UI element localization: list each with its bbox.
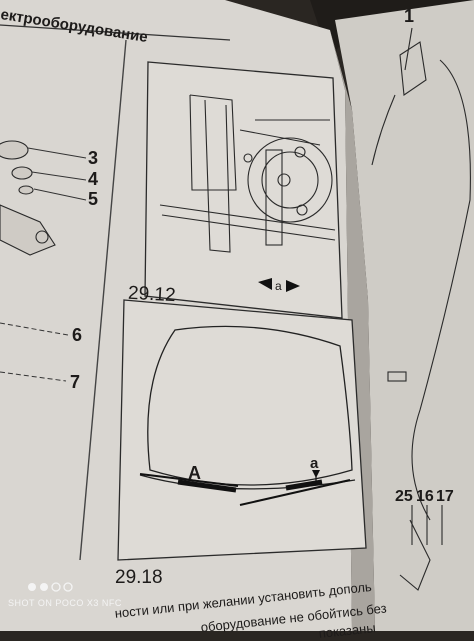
parts-drawing xyxy=(0,140,56,256)
right-page xyxy=(335,0,474,631)
callout-25: 25 xyxy=(395,488,413,505)
camera-watermark: SHOT ON POCO X3 NFC xyxy=(8,598,122,608)
wiper-blades xyxy=(139,473,351,506)
figure-bottom-caption: 29.18 xyxy=(115,567,163,588)
windshield-drawing xyxy=(139,325,356,490)
callout-7: 7 xyxy=(70,372,81,392)
motor-drawing xyxy=(159,94,336,253)
camera-logo-icon xyxy=(28,582,73,592)
figure-bottom-frame xyxy=(117,299,367,561)
wiper-arms xyxy=(177,479,323,493)
figure-bottom-label-a: a xyxy=(310,455,319,472)
callout-5: 5 xyxy=(88,189,99,209)
callout-leaders xyxy=(0,147,87,382)
callout-6: 6 xyxy=(72,325,83,345)
figure-top-frame xyxy=(144,61,343,319)
callout-1: 1 xyxy=(404,6,415,26)
figure-bottom-label-A: A xyxy=(188,463,201,483)
callout-4: 4 xyxy=(88,169,99,189)
dimension-arrows xyxy=(258,278,300,292)
callout-17: 17 xyxy=(436,488,454,505)
callout-16: 16 xyxy=(416,488,434,505)
figure-top-label-a: a xyxy=(275,279,282,293)
figure-top-caption: 29.12 xyxy=(127,282,177,307)
right-page-drawing xyxy=(371,27,471,591)
callout-3: 3 xyxy=(88,148,99,168)
